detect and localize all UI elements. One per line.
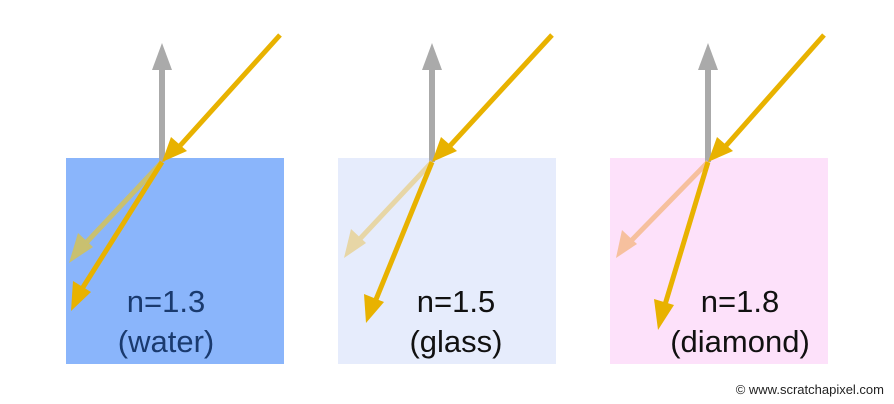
refracted-ray-diamond-arrowhead (654, 299, 674, 330)
incident-ray-water-shaft (176, 33, 282, 150)
index-label-water: n=1.3 (127, 284, 205, 319)
refracted-ray-water-shaft (77, 160, 165, 294)
reflected-ray-glass-shaft (355, 160, 434, 244)
reflected-ray-water-arrowhead (69, 233, 93, 263)
incident-ray-diamond-arrowhead (708, 137, 733, 162)
credit-text: © www.scratchapixel.com (736, 382, 884, 397)
refracted-ray-glass-arrowhead (364, 294, 384, 323)
index-label-diamond: n=1.8 (701, 284, 779, 319)
panel-glass: n=1.5 (glass) (338, 33, 556, 364)
normal-glass-arrowhead (422, 43, 442, 70)
refracted-ray-water-arrowhead (71, 281, 91, 311)
incident-ray-glass-shaft (446, 33, 554, 150)
reflected-ray-glass-arrowhead (344, 229, 366, 258)
reflected-ray-diamond-arrowhead (616, 230, 637, 258)
material-label-water: (water) (118, 324, 214, 359)
material-label-diamond: (diamond) (670, 324, 810, 359)
medium-glass (338, 158, 556, 364)
incident-ray-diamond-shaft (722, 33, 826, 150)
reflected-ray-water-shaft (82, 160, 164, 247)
refracted-ray-glass-shaft (372, 161, 435, 303)
normal-water-arrowhead (152, 43, 172, 70)
panel-diamond: n=1.8 (diamond) (610, 33, 828, 364)
index-label-glass: n=1.5 (417, 284, 495, 319)
panel-water: n=1.3 (water) (66, 33, 284, 364)
reflected-ray-diamond-shaft (627, 160, 710, 245)
material-label-glass: (glass) (409, 324, 502, 359)
refracted-ray-diamond-shaft (661, 161, 711, 309)
normal-diamond-arrowhead (698, 43, 718, 70)
medium-diamond (610, 158, 828, 364)
incident-ray-water-arrowhead (162, 137, 187, 162)
incident-ray-glass-arrowhead (432, 137, 457, 162)
